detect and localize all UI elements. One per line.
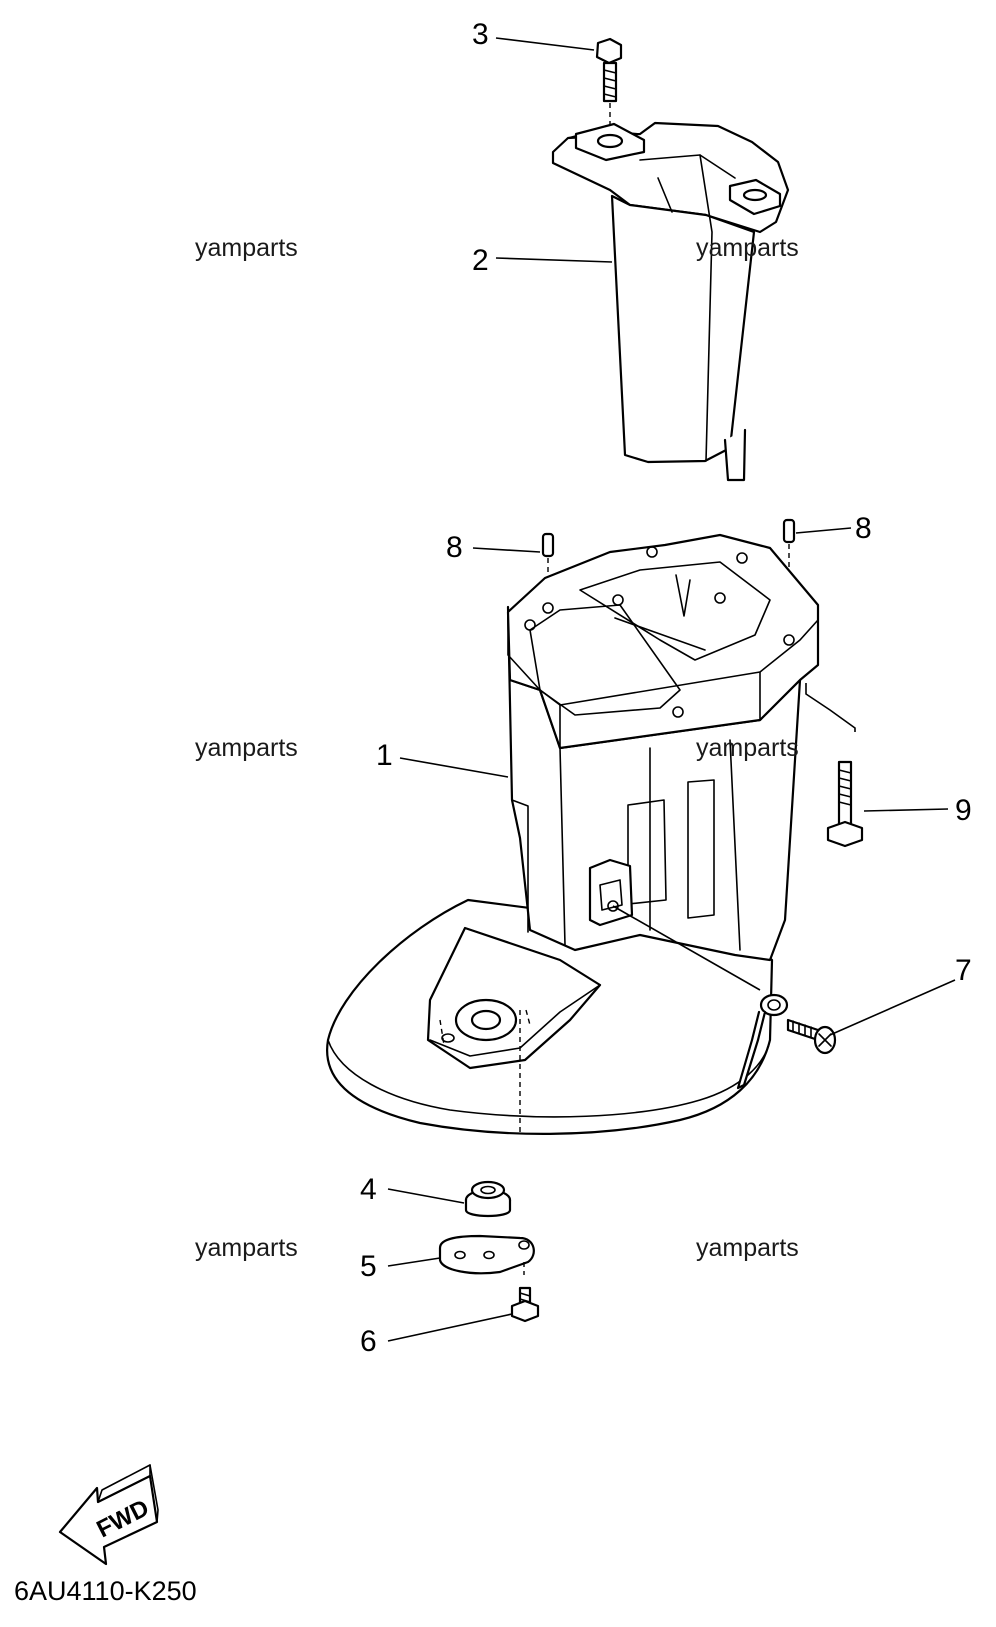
callout-labels: 3 2 8 8 1 9 7 4 5 6 [360,18,972,1358]
leader-lines [387,37,956,1342]
watermark: yamparts [195,1234,298,1262]
callout-3: 3 [472,18,489,51]
callout-8-right: 8 [855,512,872,545]
watermark: yamparts [195,734,298,762]
fwd-arrow-icon: FWD [58,1464,159,1566]
watermark: yamparts [195,234,298,262]
watermarks: yamparts yamparts yamparts yamparts yamp… [195,234,799,1262]
diagram-code: 6AU4110-K250 [14,1576,197,1606]
callout-9: 9 [955,794,972,827]
callout-4: 4 [360,1173,377,1206]
part-3-bolt[interactable] [595,37,623,150]
callout-8-left: 8 [446,531,463,564]
part-1-upper-casing[interactable] [326,533,820,1135]
part-5-plate[interactable] [438,1234,535,1275]
part-4-grommet[interactable] [464,1180,512,1218]
callout-2: 2 [472,244,489,277]
callout-7: 7 [955,954,972,987]
watermark: yamparts [696,1234,799,1262]
part-9-bolt[interactable] [826,760,864,848]
callout-1: 1 [376,739,393,772]
callout-6: 6 [360,1325,377,1358]
callout-5: 5 [360,1250,377,1283]
part-6-bolt[interactable] [510,1286,540,1323]
part-8-dowel-pin-left[interactable] [541,532,555,608]
part-7-screw[interactable] [786,1018,837,1055]
watermark: yamparts [696,734,799,762]
part-2-tube[interactable] [551,121,790,482]
watermark: yamparts [696,234,799,262]
